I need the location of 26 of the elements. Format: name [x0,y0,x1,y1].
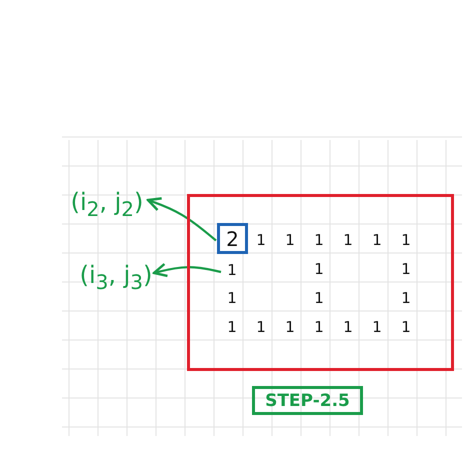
cell-value: 1 [342,317,354,338]
cell-value: 1 [400,288,412,309]
cell-value: 1 [255,317,267,338]
cell-value: 1 [342,230,354,251]
cell-value: 1 [227,261,237,279]
step-label: STEP-2.5 [265,390,350,410]
cell-value: 1 [284,230,296,251]
cell-value: 1 [371,230,383,251]
cell-value: 1 [371,317,383,338]
cell-value: 1 [313,230,325,251]
coordinate-label: (i$_{3}$, j$_{3}$) [80,260,152,294]
arrow [152,262,222,278]
coordinate-label: (i$_{2}$, j$_{2}$) [70,188,144,220]
cell-value: 1 [400,259,412,280]
number-cell: 2 [226,226,239,250]
arrow [146,197,217,242]
cell-value: 1 [226,317,238,338]
cell-value: 1 [226,288,238,309]
cell-value: 1 [255,230,267,251]
cell-value: 1 [284,317,296,338]
cell-value: 1 [313,259,325,280]
cell-value: 1 [400,230,412,251]
cell-value: 1 [313,317,325,338]
cell-value: 1 [400,317,412,338]
cell-value: 1 [313,288,325,309]
frame-rectangle [187,194,454,371]
